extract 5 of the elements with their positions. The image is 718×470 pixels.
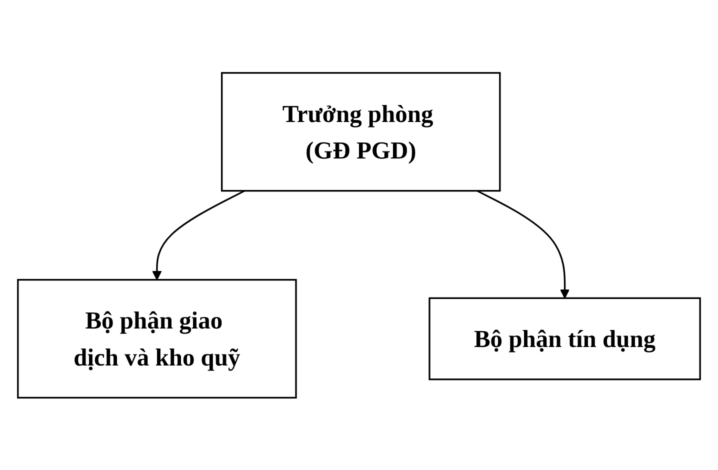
node-box: Bộ phận tín dụng [428,297,701,380]
arrow [152,190,246,280]
node-box: Trưởng phòng (GĐ PGD) [220,72,501,192]
node-box: Bộ phận giao dịch và kho quỹ [17,278,297,398]
arrow [476,190,570,298]
